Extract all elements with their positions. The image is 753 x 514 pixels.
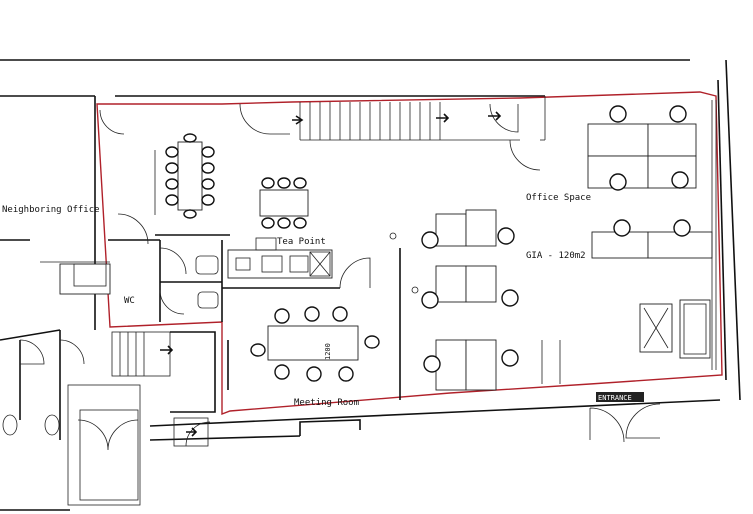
wc-block: [99, 109, 230, 322]
lower-stair: [111, 331, 216, 447]
office-space-label: Office Space: [526, 193, 591, 203]
neighboring-office: [0, 239, 141, 506]
neighboring-office-label: Neighboring Office: [2, 205, 100, 215]
meeting-room: [222, 248, 401, 400]
table-size-label: 1200: [324, 343, 332, 360]
gia-boundary: [96, 91, 723, 416]
office-space-desks: [587, 100, 717, 370]
reception-seating: [639, 299, 711, 359]
main-stair: [239, 96, 546, 171]
entrance-doors: [299, 392, 661, 443]
dining-table: [165, 133, 215, 219]
gia-label: GIA - 120m2: [526, 251, 586, 261]
tea-point-kitchen: [227, 237, 333, 279]
entrance-label: ENTRANCE: [598, 394, 632, 402]
central-desks: [389, 209, 561, 391]
meeting-room-label: Meeting Room: [294, 398, 359, 408]
tea-table: [259, 177, 309, 229]
stair-arrows: [160, 111, 502, 437]
wc-label: WC: [124, 296, 135, 306]
building-outline: [0, 59, 741, 511]
tea-point-label: Tea Point: [277, 237, 326, 247]
